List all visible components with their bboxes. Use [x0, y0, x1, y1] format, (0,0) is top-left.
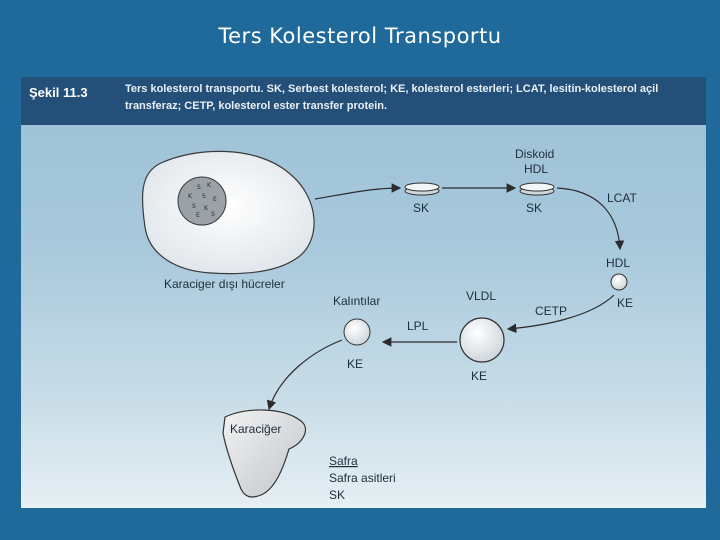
output-bile: Safra: [329, 454, 358, 468]
lcat-label: LCAT: [607, 191, 637, 205]
svg-text:K: K: [207, 182, 212, 189]
svg-text:E: E: [196, 212, 200, 219]
liver-shape: [222, 409, 306, 498]
cetp-label: CETP: [535, 304, 567, 318]
svg-text:S: S: [202, 193, 206, 200]
figure-number: Şekil 11.3: [29, 85, 88, 100]
svg-text:K: K: [204, 205, 209, 212]
arrow-lcat: [556, 187, 625, 251]
cell-nucleus: [177, 176, 227, 226]
remnants-label: Kalıntılar: [333, 294, 380, 308]
ke-vldl-label: KE: [471, 369, 487, 383]
figure-panel: Şekil 11.3 Ters kolesterol transportu. S…: [21, 77, 706, 508]
output-sk: SK: [329, 488, 345, 502]
svg-text:S: S: [197, 184, 201, 191]
svg-text:S: S: [192, 203, 196, 210]
arrow-to-liver: [266, 339, 343, 411]
sk-disc-left: [404, 182, 440, 196]
remnant-particle: [343, 318, 371, 346]
svg-text:S: S: [211, 211, 215, 218]
hdl-particle: [610, 273, 628, 291]
diskoid-hdl-label: HDL: [524, 162, 548, 176]
arrow-cetp: [506, 294, 615, 334]
lpl-label: LPL: [407, 319, 429, 333]
diskoid-hdl-disc: [519, 182, 555, 196]
hdl-label: HDL: [606, 256, 630, 270]
vldl-label: VLDL: [466, 289, 496, 303]
svg-text:E: E: [213, 196, 217, 203]
sk-right-label: SK: [526, 201, 542, 215]
slide-title: Ters Kolesterol Transportu: [218, 24, 502, 48]
ke-hdl-label: KE: [617, 296, 633, 310]
liver-label: Karaciğer: [230, 422, 281, 436]
output-bile-acids: Safra asitleri: [329, 471, 396, 485]
cell-label: Karaciger dışı hücreler: [164, 277, 285, 291]
svg-text:K: K: [188, 193, 193, 200]
arrow-cell-to-sk: [314, 183, 402, 200]
figure-caption: Ters kolesterol transportu. SK, Serbest …: [125, 83, 659, 112]
sk-left-label: SK: [413, 201, 429, 215]
vldl-particle: [459, 317, 505, 363]
extrahepatic-cell: [141, 150, 315, 275]
caption-bar: Şekil 11.3 Ters kolesterol transportu. S…: [21, 77, 706, 125]
diskoid-label: Diskoid: [515, 147, 554, 161]
ke-remnant-label: KE: [347, 357, 363, 371]
